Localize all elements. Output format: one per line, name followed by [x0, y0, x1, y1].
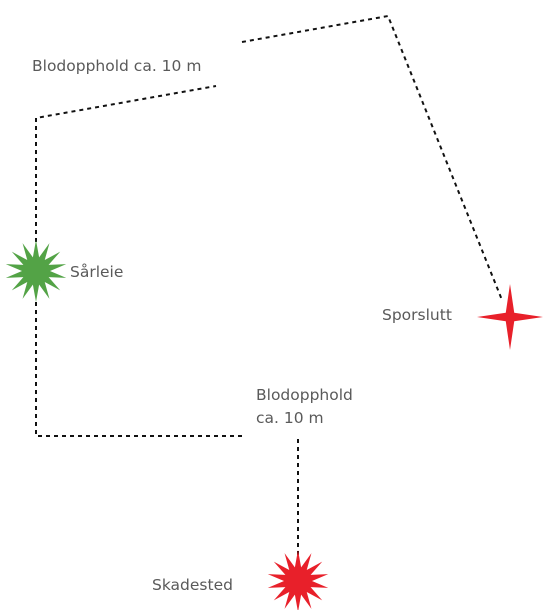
trail-end-star-icon [477, 284, 543, 350]
shot-site-burst-icon [267, 550, 329, 610]
lower-blood-stop-label-line1: Blodopphold [256, 386, 353, 404]
blood-trail [35, 14, 503, 555]
shot-site-label: Skadested [152, 576, 233, 594]
trail-end-label: Sporslutt [382, 306, 452, 324]
trail-segment-lower-stop-to-wound-bed [35, 300, 242, 437]
lower-blood-stop-label-line2: ca. 10 m [256, 409, 324, 427]
wound-bed-burst-icon [5, 240, 67, 302]
upper-blood-stop-label: Blodopphold ca. 10 m [32, 57, 201, 75]
wound-bed-label: Sårleie [70, 263, 123, 281]
trail-segment-upper-stop-to-trail-end [241, 14, 503, 301]
trail-segment-wound-bed-to-upper-stop [35, 85, 217, 242]
